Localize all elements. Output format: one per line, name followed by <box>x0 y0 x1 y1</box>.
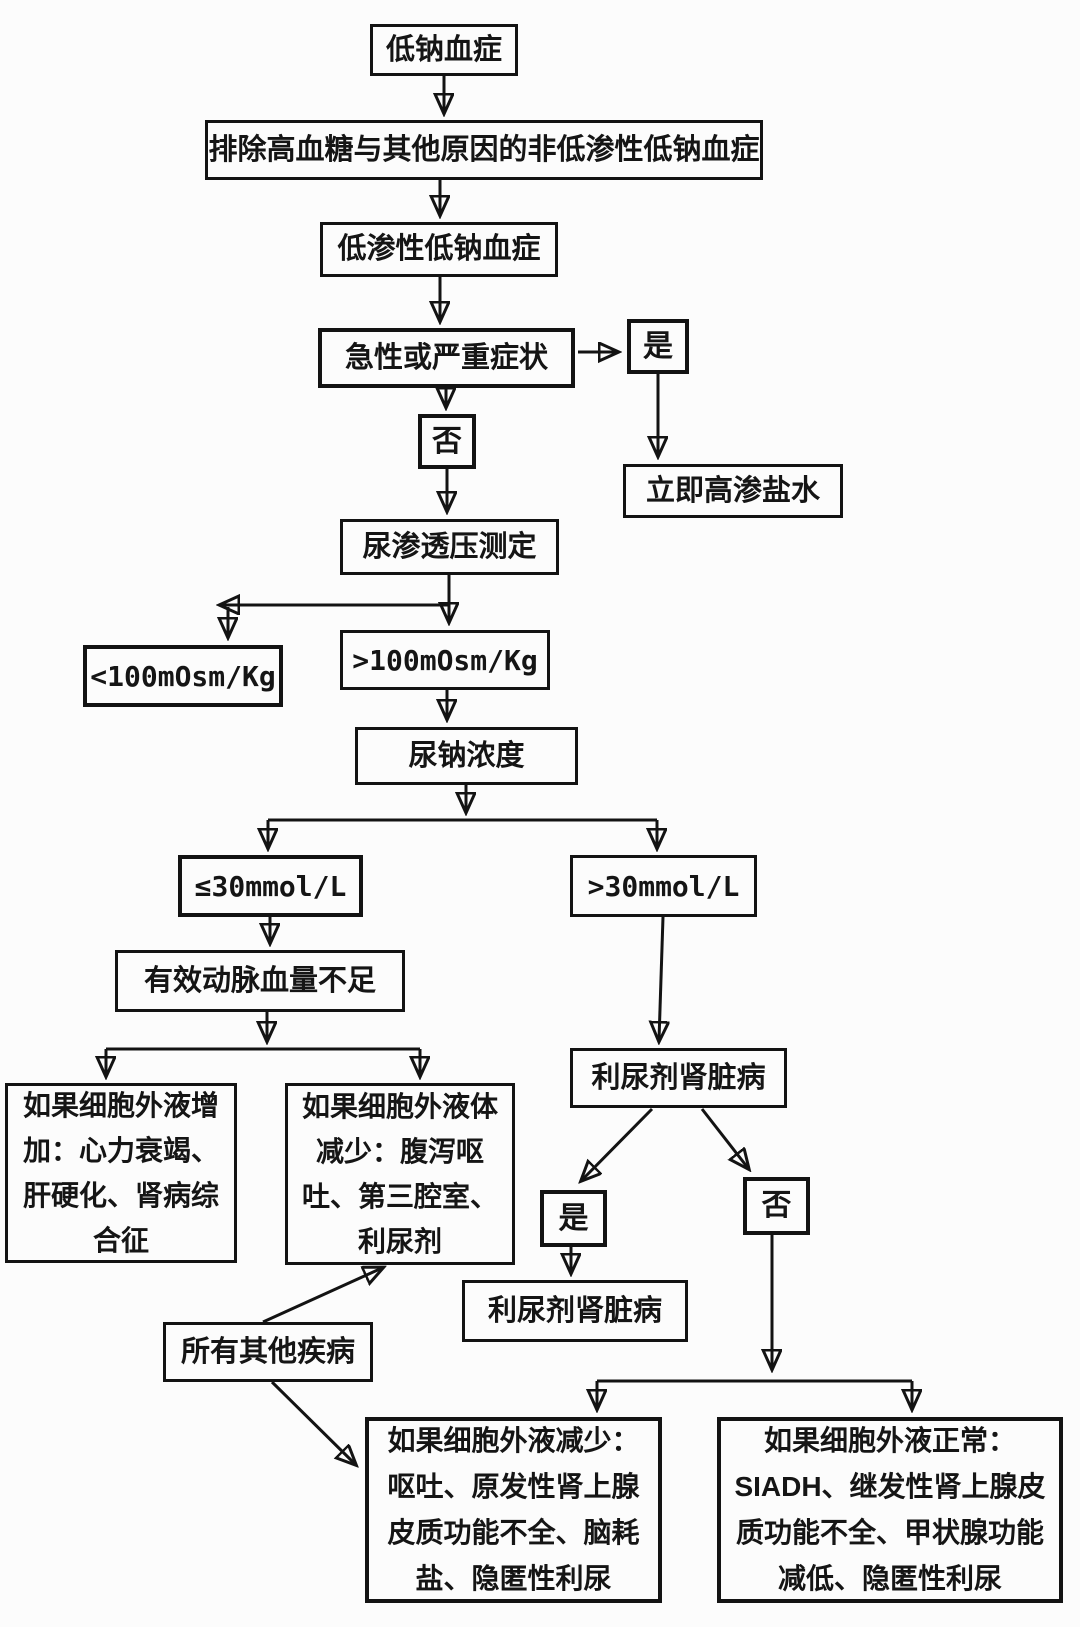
node-ecf-reduced-causes: 如果细胞外液减少： 呕吐、原发性肾上腺 皮质功能不全、脑耗 盐、隐匿性利尿 <box>365 1417 662 1603</box>
node-exclude-hyperglycemia: 排除高血糖与其他原因的非低渗性低钠血症 <box>205 120 763 180</box>
node-diuretic-kidney-2: 利尿剂肾脏病 <box>462 1280 688 1342</box>
node-urine-sodium: 尿钠浓度 <box>355 727 578 785</box>
node-hyponatremia: 低钠血症 <box>370 24 518 76</box>
node-acute-severe-symptoms: 急性或严重症状 <box>318 328 575 388</box>
node-hypertonic-saline: 立即高渗盐水 <box>623 464 843 518</box>
node-osm-lt-100: <100mOsm/Kg <box>83 645 283 707</box>
node-diuretic-kidney-1: 利尿剂肾脏病 <box>570 1048 787 1108</box>
node-osm-gt-100: >100mOsm/Kg <box>340 630 550 690</box>
node-na-gt-30: >30mmol/L <box>570 855 757 917</box>
node-eabv-insufficient: 有效动脉血量不足 <box>115 950 405 1012</box>
node-ecf-increased: 如果细胞外液增 加：心力衰竭、 肝硬化、肾病综 合征 <box>5 1083 237 1263</box>
node-hypotonic-hyponatremia: 低渗性低钠血症 <box>320 222 558 277</box>
node-no-1: 否 <box>418 414 476 469</box>
node-ecf-normal-causes: 如果细胞外液正常： SIADH、继发性肾上腺皮 质功能不全、甲状腺功能 减低、隐… <box>717 1417 1063 1603</box>
node-na-le-30: ≤30mmol/L <box>178 855 363 917</box>
node-urine-osmolality: 尿渗透压测定 <box>340 519 559 575</box>
node-all-other-diseases: 所有其他疾病 <box>163 1322 373 1382</box>
node-yes-2: 是 <box>540 1190 607 1247</box>
node-yes-1: 是 <box>627 319 689 374</box>
node-no-2: 否 <box>743 1177 810 1235</box>
node-ecf-decreased: 如果细胞外液体 减少：腹泻呕 吐、第三腔室、 利尿剂 <box>285 1083 515 1265</box>
